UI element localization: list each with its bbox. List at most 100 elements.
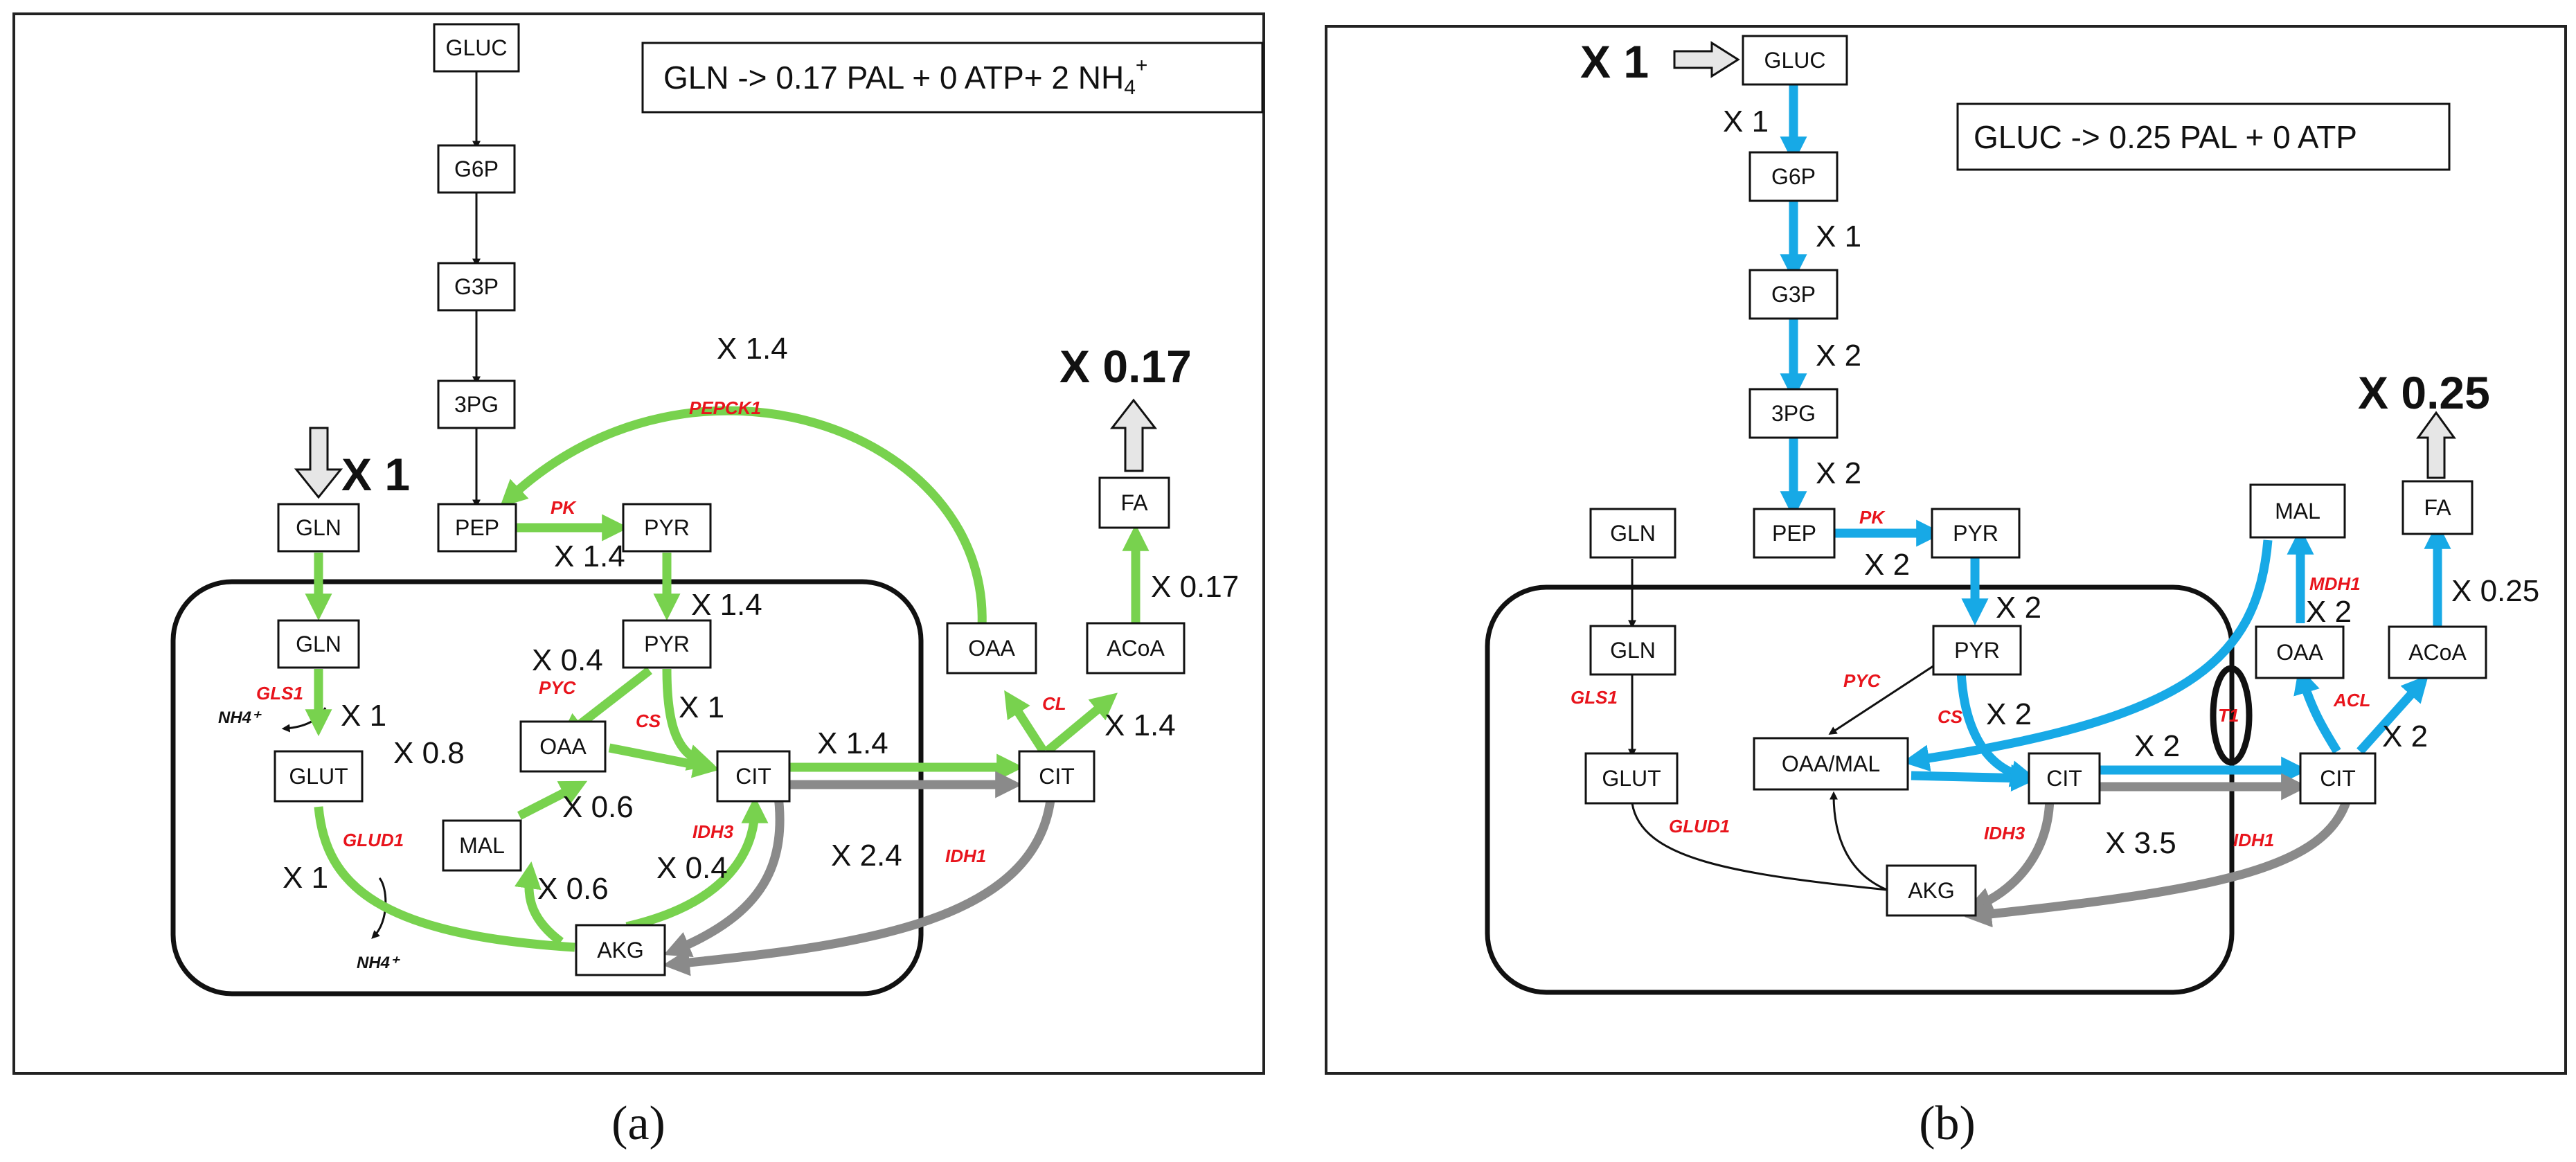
nh4-label: NH4⁺: [218, 708, 262, 727]
panel-a-equation: GLN -> 0.17 PAL + 0 ATP+ 2 NH4+: [663, 54, 1147, 99]
metabolite-box: GLN: [1589, 625, 1676, 676]
enzyme-label: PEPCK1: [689, 397, 761, 418]
enzyme-label: CS: [636, 710, 661, 731]
input-multiplier: X 1: [341, 449, 410, 500]
svg-text:OAA: OAA: [2276, 640, 2323, 665]
metabolite-box: OAA: [519, 720, 607, 773]
flux-multiplier: X 2: [2306, 595, 2352, 629]
flux-multiplier: X 1.4: [817, 726, 888, 760]
svg-text:GLUC: GLUC: [1764, 48, 1826, 73]
flux-multiplier: X 2: [2134, 729, 2180, 763]
svg-text:PYR: PYR: [1954, 638, 2000, 663]
metabolite-box: CIT: [2028, 752, 2101, 805]
enzyme-label: PK: [551, 497, 577, 518]
panel-a-reverse-flux: [662, 771, 1056, 976]
flux-multiplier: X 2.4: [831, 839, 902, 873]
svg-text:GLUC: GLUC: [446, 35, 508, 60]
metabolite-box: G6P: [437, 144, 516, 194]
panel-b-input-arrow: [1673, 41, 1740, 78]
metabolite-box: G3P: [1748, 269, 1839, 320]
panel-b-glucose-flux: [1780, 84, 2451, 792]
metabolite-box: G3P: [437, 262, 516, 312]
metabolite-box: OAA/MAL: [1753, 737, 1909, 791]
flux-multiplier: X 1: [341, 699, 386, 733]
caption-a: (a): [611, 1097, 665, 1150]
svg-text:OAA: OAA: [968, 636, 1015, 661]
panel-a-equation-box: [641, 42, 1264, 114]
flux-multiplier: X 0.6: [562, 790, 634, 824]
svg-text:GLUT: GLUT: [1602, 766, 1661, 791]
svg-text:AKG: AKG: [1908, 878, 1955, 903]
svg-text:GLN: GLN: [296, 632, 341, 656]
panel-a: GLN -> 0.17 PAL + 0 ATP+ 2 NH4+: [12, 12, 1265, 1075]
metabolite-box: FA: [1098, 476, 1170, 529]
enzyme-label: CL: [1042, 693, 1066, 714]
svg-text:PYR: PYR: [644, 632, 690, 656]
metabolite-box: 3PG: [437, 379, 516, 429]
enzyme-label: GLUD1: [1669, 816, 1730, 837]
metabolite-box: PYR: [622, 619, 712, 669]
metabolite-box: OAA: [2255, 625, 2345, 679]
enzyme-label: GLUD1: [343, 830, 404, 850]
metabolite-box: PEP: [1753, 508, 1836, 559]
metabolite-box: PYR: [622, 503, 712, 553]
svg-text:G3P: G3P: [454, 274, 499, 299]
svg-text:G6P: G6P: [454, 157, 499, 181]
enzyme-label: ACL: [2333, 690, 2370, 710]
output-multiplier: X 0.17: [1059, 341, 1192, 392]
svg-text:G6P: G6P: [1771, 164, 1816, 189]
flux-multiplier: X 1.4: [717, 332, 788, 366]
flux-multiplier: X 1: [679, 690, 724, 724]
metabolite-box: MAL: [442, 819, 522, 872]
svg-text:G3P: G3P: [1771, 282, 1816, 307]
enzyme-label: PK: [1859, 507, 1886, 528]
metabolite-box: GLUT: [274, 750, 364, 803]
svg-text:MAL: MAL: [459, 833, 505, 858]
flux-multiplier: X 1.4: [1104, 708, 1176, 742]
metabolite-box: GLUT: [1584, 752, 1679, 805]
t1-transporter: [2210, 665, 2253, 766]
svg-text:FA: FA: [2424, 495, 2451, 520]
flux-multiplier: X 3.5: [2105, 826, 2176, 860]
metabolite-box: PYR: [1932, 625, 2022, 676]
input-multiplier: X 1: [1580, 36, 1649, 87]
svg-text:AKG: AKG: [597, 938, 644, 963]
panel-b-output-arrow: [2416, 411, 2456, 479]
flux-multiplier: X 1: [1816, 220, 1861, 253]
caption-b: (b): [1919, 1097, 1976, 1150]
metabolite-box: PYR: [1931, 508, 2021, 559]
svg-text:GLN: GLN: [296, 515, 341, 540]
panel-b: GLUC -> 0.25 PAL + 0 ATP: [1325, 25, 2567, 1075]
flux-multiplier: X 0.6: [537, 872, 609, 906]
enzyme-label: MDH1: [2309, 573, 2361, 594]
flux-multiplier: X 2: [1986, 697, 2032, 731]
flux-multiplier: X 1: [1723, 105, 1769, 138]
panel-b-thin-arrows: [1628, 559, 1947, 891]
metabolite-box: CIT: [2299, 752, 2377, 805]
flux-multiplier: X 0.25: [2451, 574, 2539, 608]
flux-multiplier: X 1.4: [554, 539, 625, 573]
svg-text:PYR: PYR: [1953, 521, 1998, 546]
metabolite-box: GLN: [277, 503, 360, 553]
enzyme-label: IDH1: [945, 846, 986, 866]
metabolite-box: MAL: [2249, 483, 2346, 539]
flux-multiplier: X 2: [1996, 591, 2041, 625]
metabolite-box: FA: [2401, 480, 2474, 535]
output-multiplier: X 0.25: [2358, 367, 2490, 418]
metabolite-box: GLN: [1589, 508, 1676, 559]
flux-multiplier: X 0.4: [656, 851, 728, 885]
panel-b-reverse-flux: [1964, 773, 2352, 928]
flux-multiplier: X 1: [283, 861, 328, 895]
svg-text:GLN: GLN: [1610, 521, 1656, 546]
enzyme-label: IDH1: [2233, 830, 2274, 850]
svg-text:ACoA: ACoA: [1107, 636, 1165, 661]
enzyme-label: PYC: [539, 677, 577, 698]
metabolite-box: GLUC: [433, 23, 520, 73]
svg-text:GLN: GLN: [1610, 638, 1656, 663]
metabolite-box: ACoA: [2388, 625, 2487, 679]
flux-multiplier: X 2: [1816, 339, 1861, 373]
panel-a-thin-arrows: [281, 71, 481, 939]
svg-text:MAL: MAL: [2275, 499, 2320, 524]
svg-text:OAA: OAA: [539, 734, 587, 759]
enzyme-label: CS: [1938, 706, 1963, 727]
